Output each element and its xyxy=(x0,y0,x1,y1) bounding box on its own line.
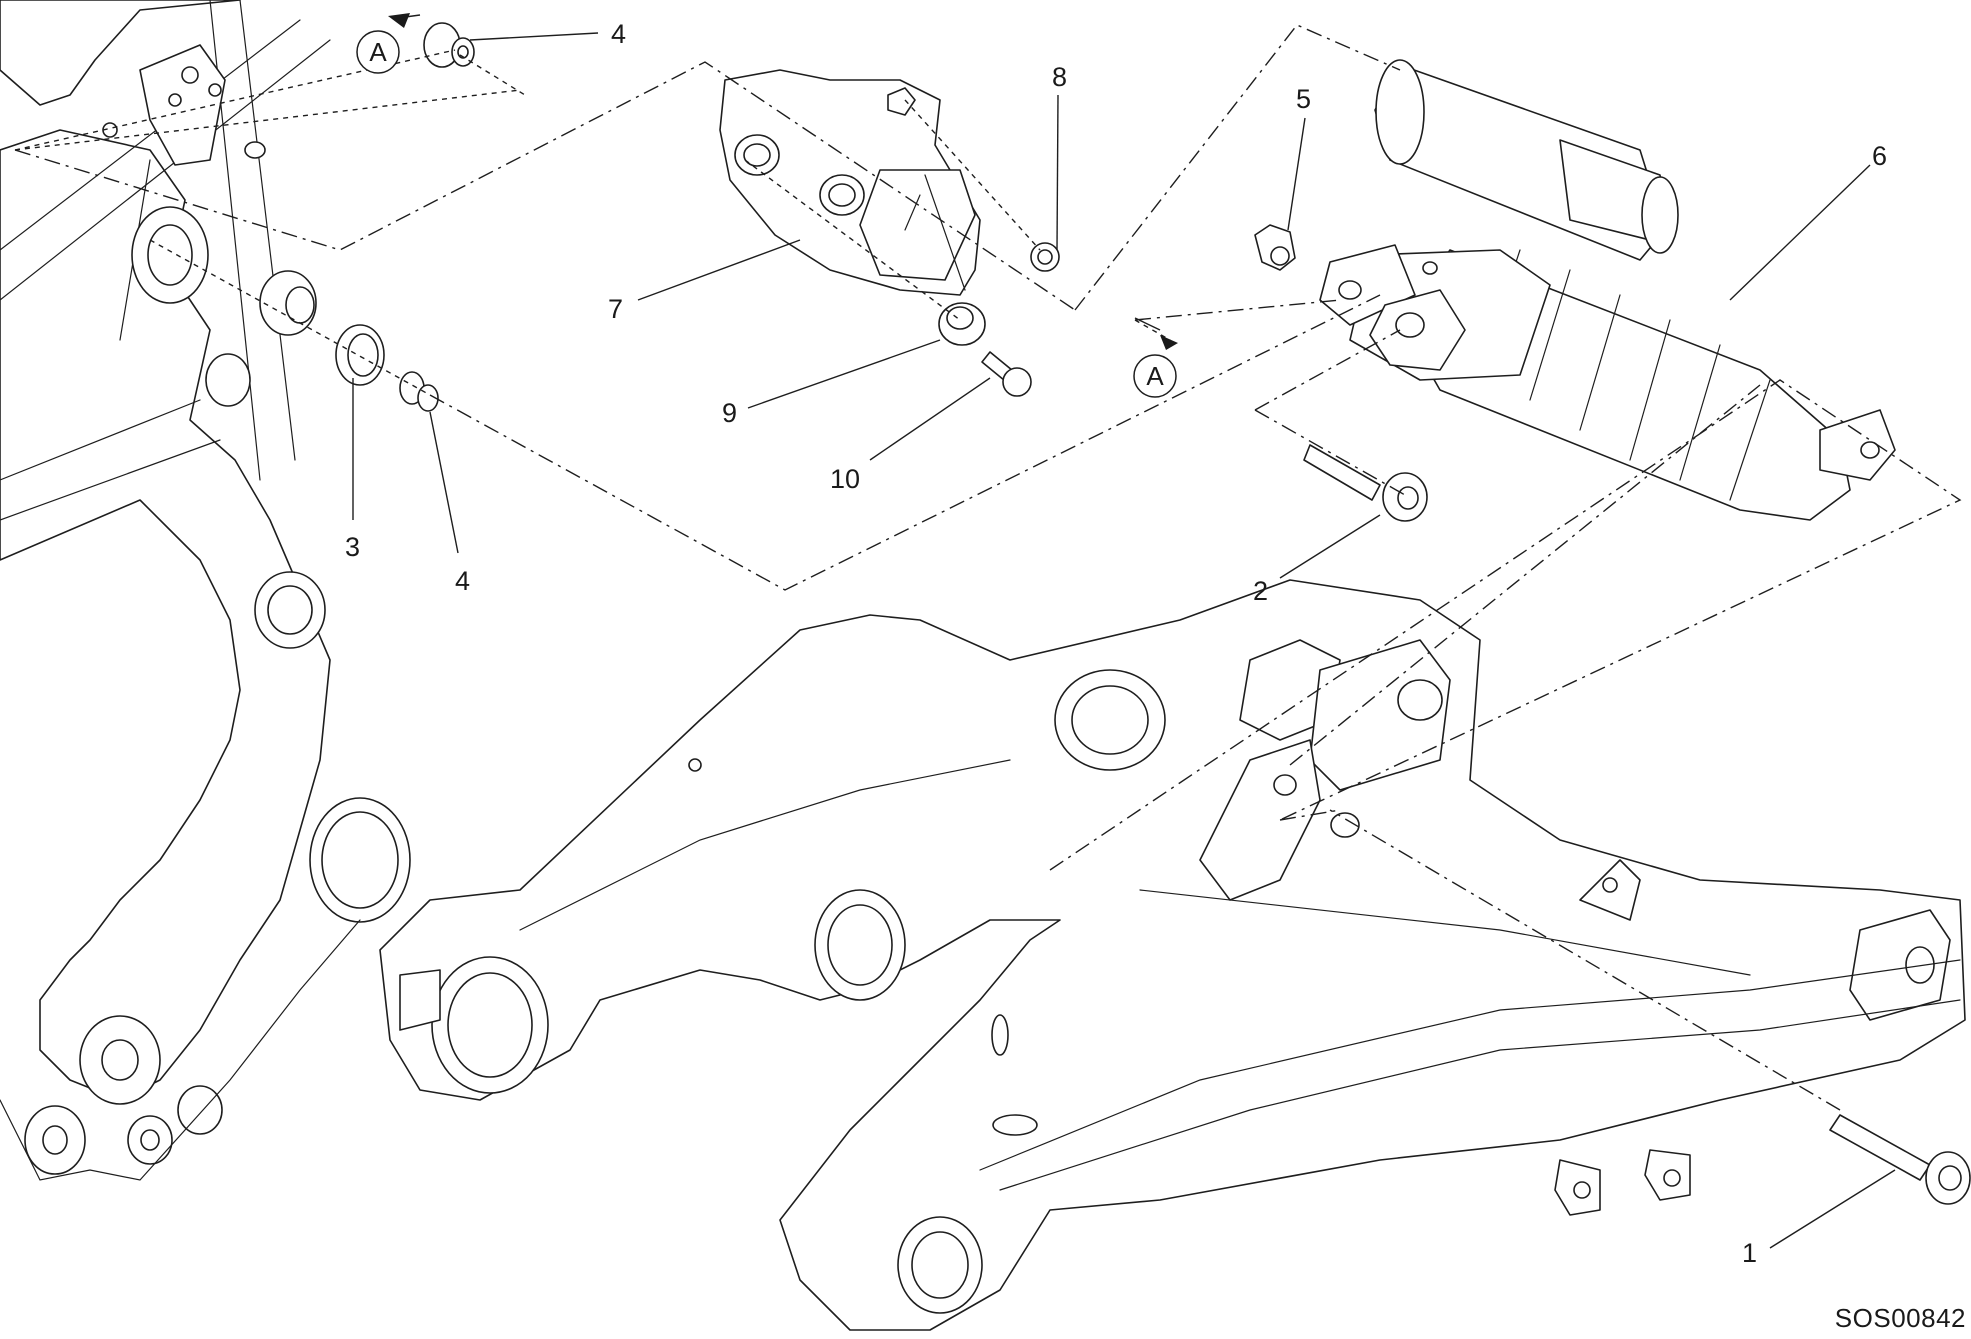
callout-5: 5 xyxy=(1296,84,1311,114)
reference-mark-a-mid: A xyxy=(1133,354,1177,398)
callout-8: 8 xyxy=(1052,62,1067,92)
callout-labels: 4 8 5 6 7 9 10 3 4 2 1 xyxy=(345,19,1887,1268)
assembly-lines xyxy=(14,24,1962,1111)
leader-lines xyxy=(352,14,1896,1249)
callout-7: 7 xyxy=(608,294,623,324)
arrow-icon xyxy=(388,13,410,28)
callout-9: 9 xyxy=(722,398,737,428)
arrow-icon xyxy=(1160,335,1178,350)
shock-absorber xyxy=(1319,59,1896,521)
callout-10: 10 xyxy=(830,464,860,494)
callout-1: 1 xyxy=(1742,1238,1757,1268)
reference-mark-label: A xyxy=(1146,361,1164,391)
drawing-code: SOS00842 xyxy=(1835,1303,1966,1333)
callout-3: 3 xyxy=(345,532,360,562)
hardware-parts xyxy=(259,22,1971,1205)
callout-4-bottom: 4 xyxy=(455,566,470,596)
callout-6: 6 xyxy=(1872,141,1887,171)
reference-mark-label: A xyxy=(369,37,387,67)
swingarm xyxy=(379,579,1966,1331)
frame-assembly xyxy=(0,0,411,1181)
callout-4-top: 4 xyxy=(611,19,626,49)
reservoir-clamp xyxy=(719,69,981,296)
reference-mark-a-top: A xyxy=(356,30,400,74)
callout-2: 2 xyxy=(1253,576,1268,606)
